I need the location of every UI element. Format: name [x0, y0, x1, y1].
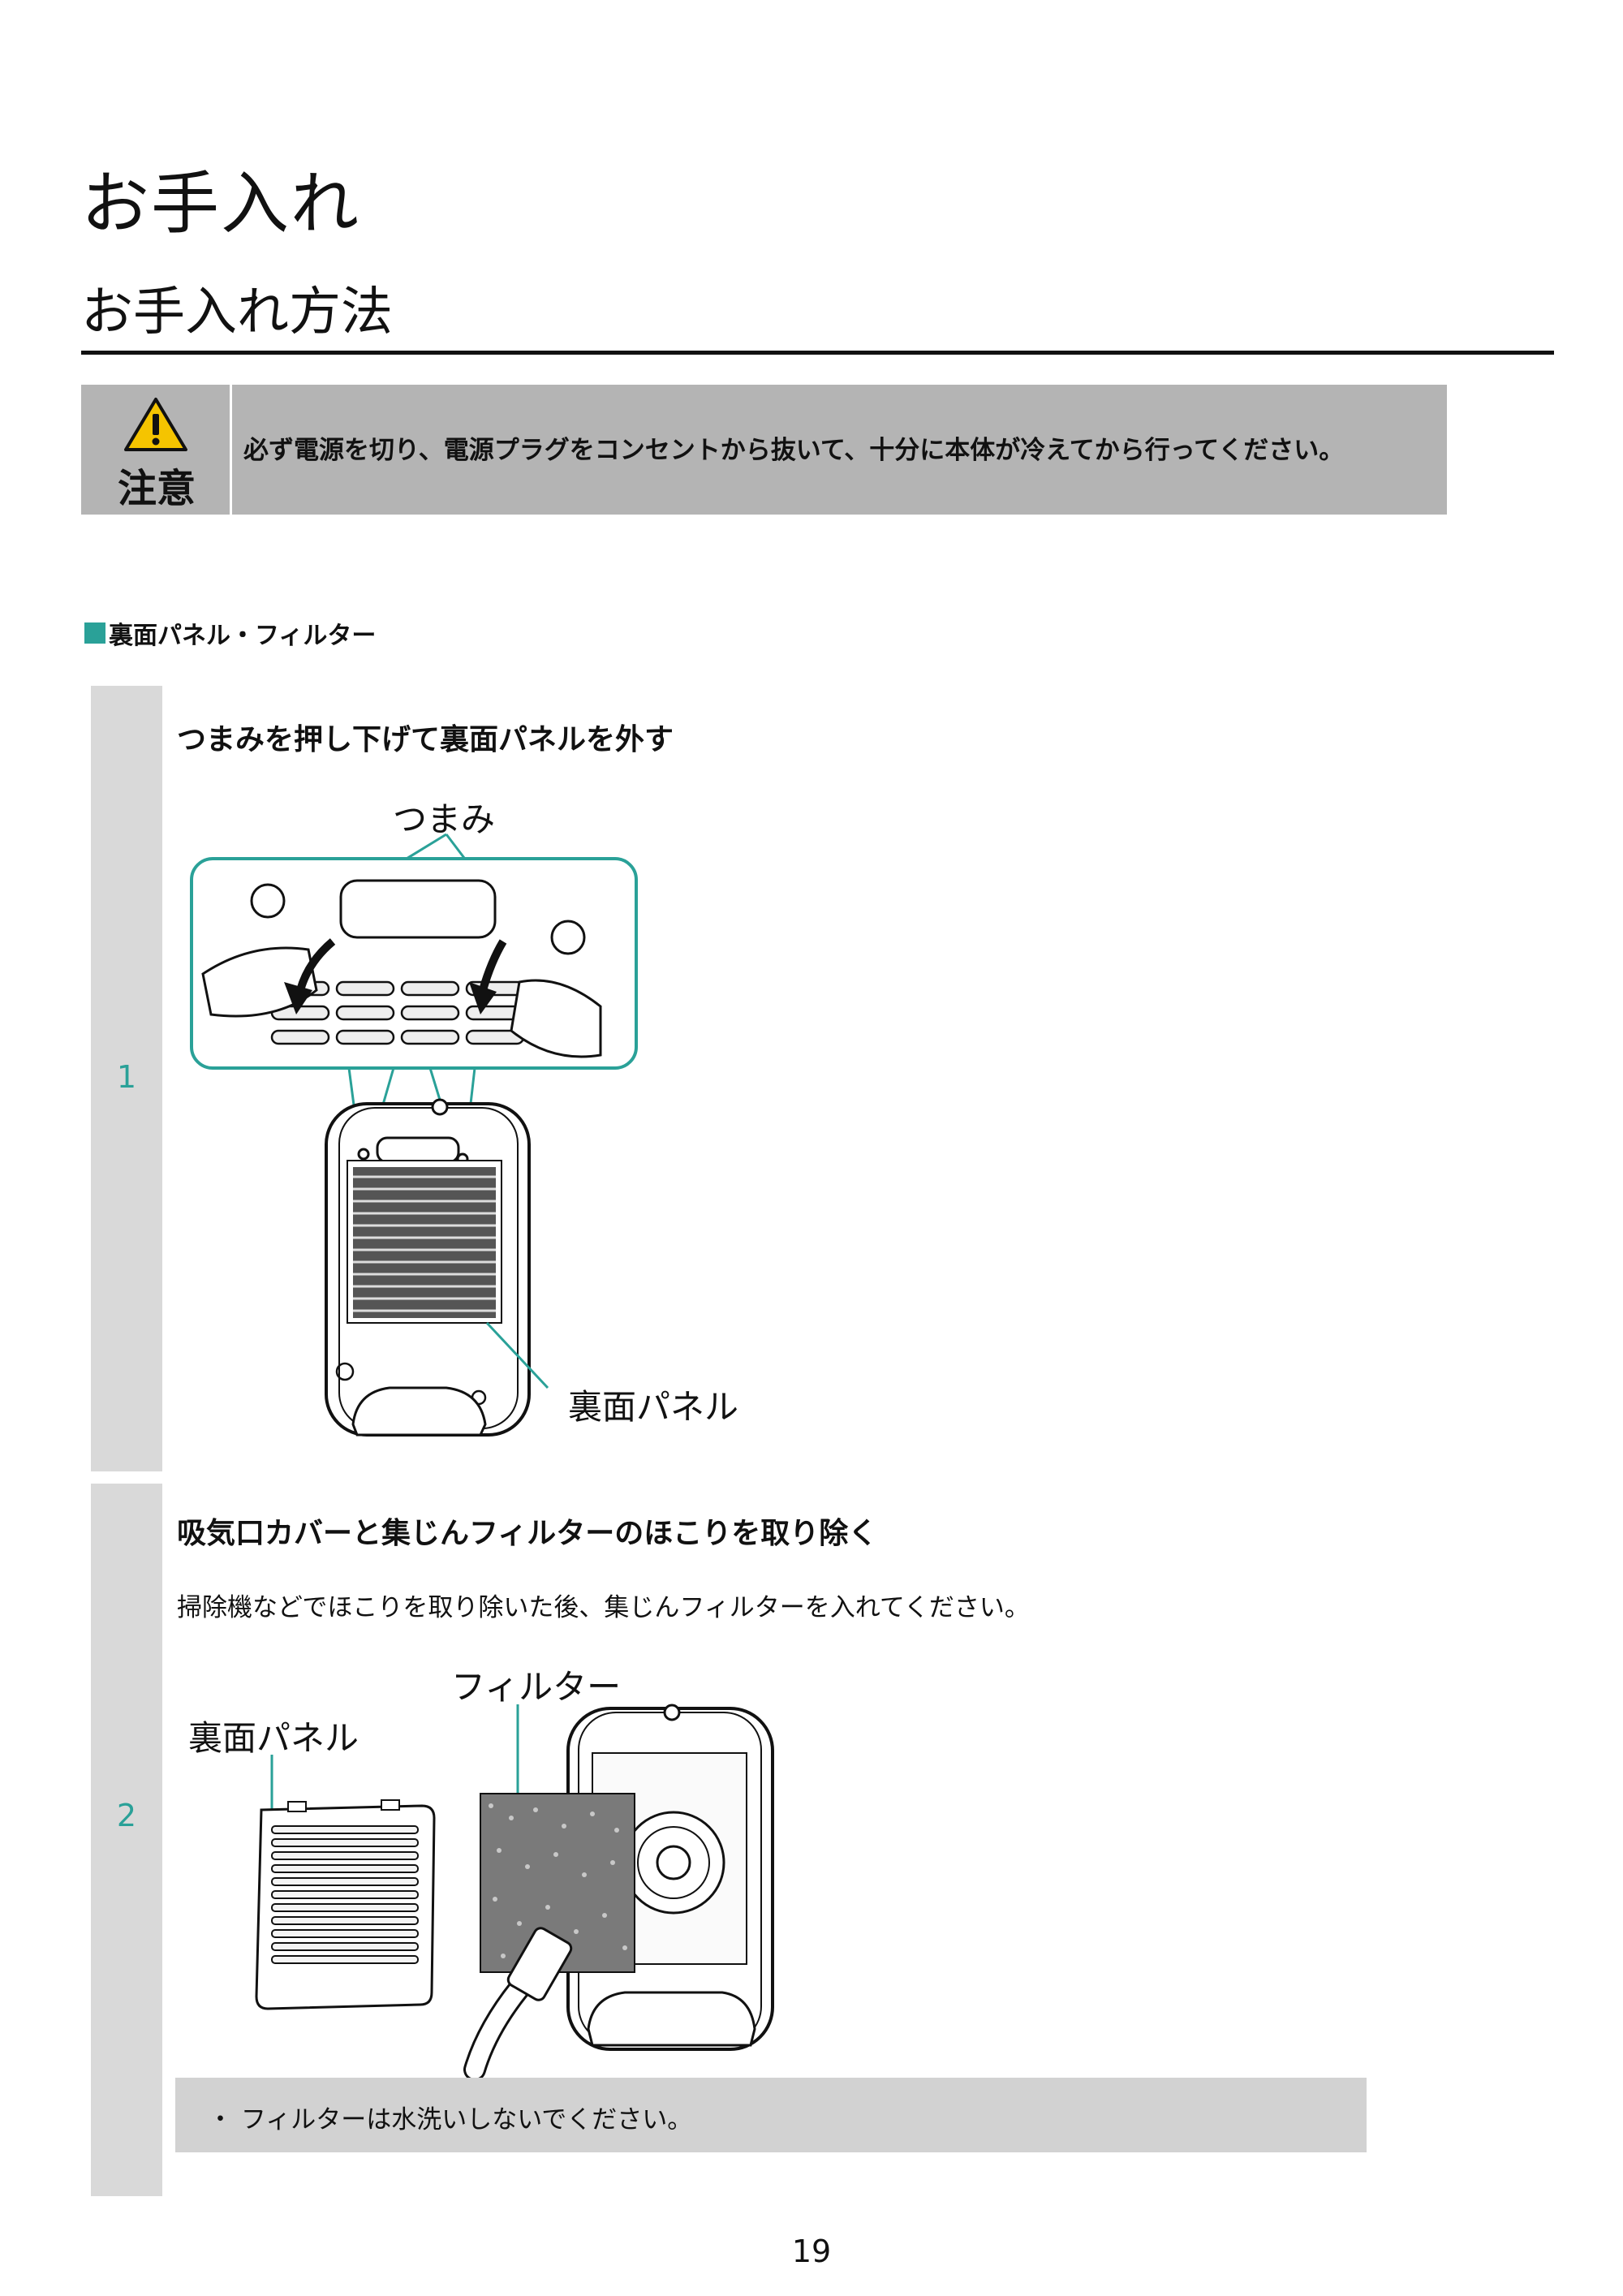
heater-back-view	[325, 1098, 549, 1437]
back-panel-label-2: 裏面パネル	[188, 1718, 359, 1758]
step-2-number: 2	[116, 1798, 137, 1833]
note-box: ・ フィルターは水洗いしないでください。	[175, 2078, 1367, 2152]
caution-label: 注意	[117, 466, 196, 511]
step-2-heading: 吸気口カバーと集じんフィルターのほこりを取り除く	[177, 1517, 878, 1550]
vacuum-nozzle	[463, 1927, 573, 2081]
subsection-title-text: 裏面パネル・フィルター	[109, 622, 377, 650]
caution-text: 必ず電源を切り、電源プラグをコンセントから抜いて、十分に本体が冷えてから行ってく…	[243, 436, 1345, 465]
step-2-illustration	[255, 1704, 774, 2081]
warning-triangle-icon	[124, 398, 187, 451]
caution-label-area: 注意	[81, 385, 232, 515]
square-bullet-icon	[84, 622, 105, 644]
step-2-bar	[91, 1484, 162, 2196]
section-title: お手入れ方法	[81, 282, 393, 342]
step-1-bar	[91, 686, 162, 1471]
section-divider	[81, 351, 1554, 355]
step-1-heading: つまみを押し下げて裏面パネルを外す	[177, 723, 674, 756]
zoomed-back-view	[201, 879, 602, 1058]
page-number: 19	[791, 2234, 832, 2269]
step-2-subtext: 掃除機などでほこりを取り除いた後、集じんフィルターを入れてください。	[177, 1593, 1030, 1622]
note-text: ・ フィルターは水洗いしないでください。	[208, 2105, 693, 2134]
caution-box: 注意 必ず電源を切り、電源プラグをコンセントから抜いて、十分に本体が冷えてから行…	[81, 385, 1447, 515]
step-1-number: 1	[116, 1059, 137, 1095]
subsection-title: 裏面パネル・フィルター	[84, 615, 376, 651]
back-panel-label: 裏面パネル	[568, 1387, 739, 1427]
step-1-illustration	[190, 833, 638, 1437]
removed-back-panel	[255, 1799, 436, 2010]
knob-label: つまみ	[393, 799, 496, 839]
filter-label: フィルター	[451, 1667, 622, 1707]
page-title: お手入れ	[81, 164, 361, 243]
